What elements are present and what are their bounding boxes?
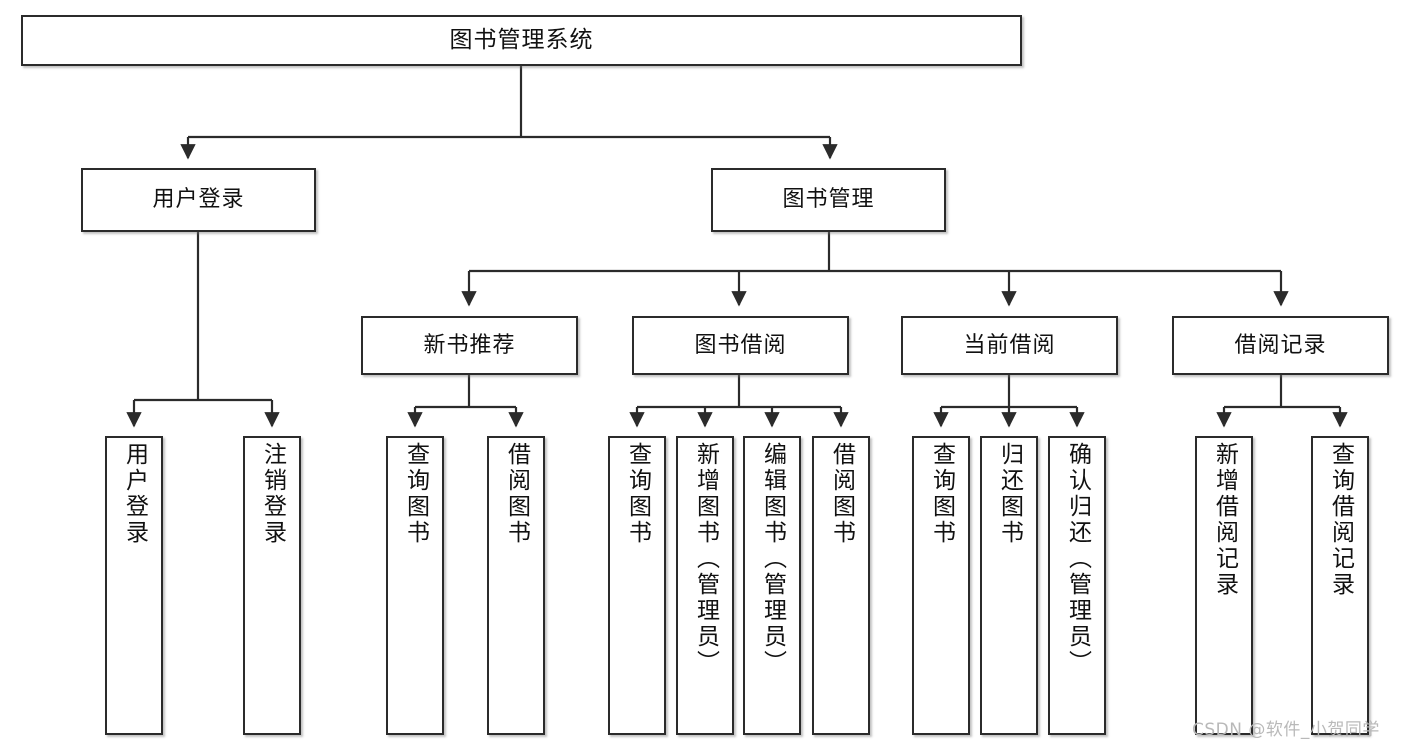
- leaf-record-add-record[interactable]: 新增借阅记录: [1195, 436, 1253, 735]
- node-book-borrow-label: 图书借阅: [694, 332, 787, 358]
- node-root[interactable]: 图书管理系统: [21, 15, 1022, 66]
- leaf-current-confirm-return-admin-label: 确认归还（管理员）: [1064, 442, 1091, 676]
- leaf-user-login[interactable]: 用户登录: [105, 436, 163, 735]
- leaf-newbook-borrow-book[interactable]: 借阅图书: [487, 436, 545, 735]
- leaf-borrow-add-book-admin[interactable]: 新增图书（管理员）: [676, 436, 734, 735]
- leaf-record-query-record[interactable]: 查询借阅记录: [1311, 436, 1369, 735]
- leaf-borrow-add-book-admin-label: 新增图书（管理员）: [692, 442, 719, 676]
- leaf-record-add-record-label: 新增借阅记录: [1211, 442, 1238, 598]
- leaf-current-return-book[interactable]: 归还图书: [980, 436, 1038, 735]
- node-book-manage[interactable]: 图书管理: [711, 168, 946, 232]
- leaf-borrow-borrow-book-label: 借阅图书: [828, 442, 855, 546]
- leaf-borrow-edit-book-admin[interactable]: 编辑图书（管理员）: [743, 436, 801, 735]
- node-user-login[interactable]: 用户登录: [81, 168, 316, 232]
- leaf-current-confirm-return-admin[interactable]: 确认归还（管理员）: [1048, 436, 1106, 735]
- node-new-book-recommend[interactable]: 新书推荐: [361, 316, 578, 375]
- node-current-borrow-label: 当前借阅: [963, 332, 1056, 358]
- leaf-current-query-book-label: 查询图书: [928, 442, 955, 546]
- node-new-book-recommend-label: 新书推荐: [423, 332, 516, 358]
- node-root-label: 图书管理系统: [449, 26, 594, 53]
- node-borrow-record[interactable]: 借阅记录: [1172, 316, 1389, 375]
- leaf-logout-label: 注销登录: [259, 442, 286, 546]
- node-book-borrow[interactable]: 图书借阅: [632, 316, 849, 375]
- leaf-record-query-record-label: 查询借阅记录: [1327, 442, 1354, 598]
- leaf-borrow-edit-book-admin-label: 编辑图书（管理员）: [759, 442, 786, 676]
- leaf-borrow-query-book[interactable]: 查询图书: [608, 436, 666, 735]
- leaf-newbook-query-book-label: 查询图书: [402, 442, 429, 546]
- node-user-login-label: 用户登录: [152, 187, 245, 213]
- leaf-borrow-query-book-label: 查询图书: [624, 442, 651, 546]
- node-borrow-record-label: 借阅记录: [1234, 332, 1327, 358]
- leaf-current-query-book[interactable]: 查询图书: [912, 436, 970, 735]
- csdn-watermark: CSDN @软件_小贺同学: [1192, 720, 1380, 740]
- leaf-borrow-borrow-book[interactable]: 借阅图书: [812, 436, 870, 735]
- leaf-newbook-query-book[interactable]: 查询图书: [386, 436, 444, 735]
- leaf-logout[interactable]: 注销登录: [243, 436, 301, 735]
- leaf-user-login-label: 用户登录: [121, 442, 148, 546]
- node-book-manage-label: 图书管理: [782, 187, 875, 213]
- leaf-newbook-borrow-book-label: 借阅图书: [503, 442, 530, 546]
- leaf-current-return-book-label: 归还图书: [996, 442, 1023, 546]
- node-current-borrow[interactable]: 当前借阅: [901, 316, 1118, 375]
